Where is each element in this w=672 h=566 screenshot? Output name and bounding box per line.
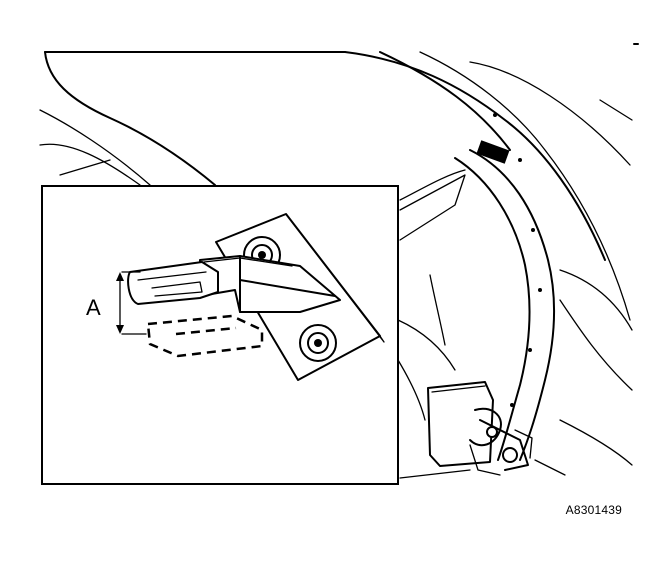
- trim-clip-dots: [493, 113, 542, 407]
- figure-code: A8301439: [565, 503, 622, 517]
- dimension-label: A: [86, 295, 101, 320]
- detail-inset: A: [41, 185, 399, 485]
- lower-bolt: [299, 324, 337, 362]
- latch-mechanism: [469, 407, 533, 476]
- striker-alternate-position: [146, 314, 264, 358]
- hatched-patch: [476, 140, 510, 164]
- dimension-a: A: [86, 271, 147, 335]
- vehicle-body-lines: [39, 43, 639, 479]
- striker-current-position: [127, 255, 341, 313]
